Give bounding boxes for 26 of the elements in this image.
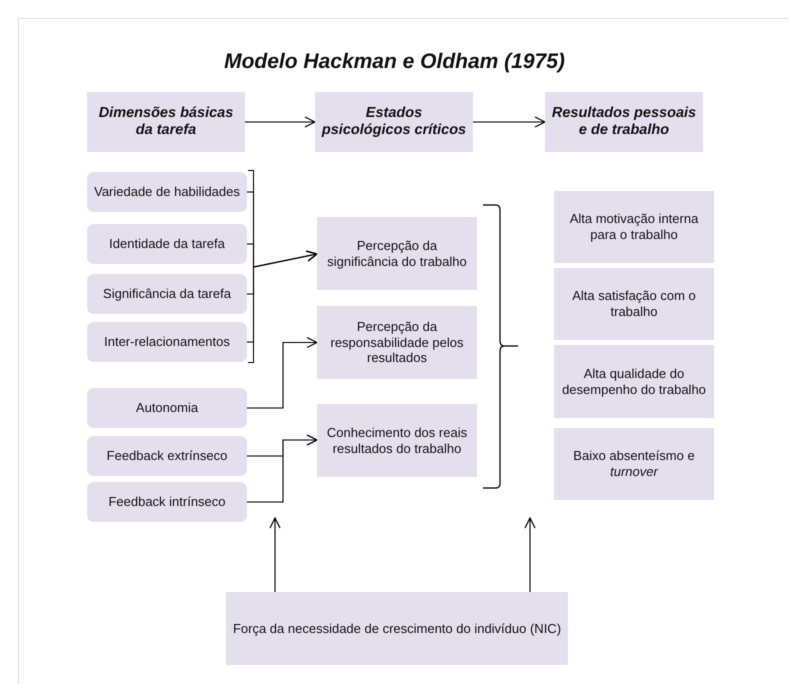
process-box: Percepção da significância do trabalho: [317, 217, 477, 290]
process-box: Conhecimento dos reais resultados do trabalho: [317, 404, 477, 477]
arrow: [524, 517, 536, 592]
factor-box: Feedback intrínseco: [87, 482, 247, 522]
factor-box: Autonomia: [87, 388, 247, 428]
arrow: [245, 116, 316, 128]
process-box: Percepção da responsabilidade pelos resultados: [317, 306, 477, 379]
factor-box: Feedback extrínseco: [87, 436, 247, 476]
header-box: Dimensões básicas da tarefa: [87, 92, 245, 152]
factor-box: Identidade da tarefa: [87, 224, 247, 264]
process-box: Alta motivação interna para o trabalho: [554, 191, 714, 263]
header-box: Resultados pessoais e de trabalho: [545, 92, 703, 152]
factor-box: Inter-relacionamentos: [87, 322, 247, 362]
arrow: [247, 336, 318, 409]
process-box: Alta qualidade do desempenho do trabalho: [554, 345, 714, 418]
process-box: Alta satisfação com o trabalho: [554, 268, 714, 340]
factor-box: Variedade de habilidades: [87, 172, 247, 212]
process-box: Força da necessidade de crescimento do indivíduo (NIC): [226, 592, 568, 665]
diagram-title: Modelo Hackman e Oldham (1975): [223, 50, 566, 74]
process-box: Baixo absenteísmo e turnover: [554, 428, 714, 500]
arrow: [473, 116, 546, 128]
arrow: [247, 250, 318, 343]
arrow: [269, 517, 281, 592]
factor-box: Significância da tarefa: [87, 274, 247, 314]
header-box: Estados psicológicos críticos: [315, 92, 473, 152]
arrow: [247, 434, 318, 503]
